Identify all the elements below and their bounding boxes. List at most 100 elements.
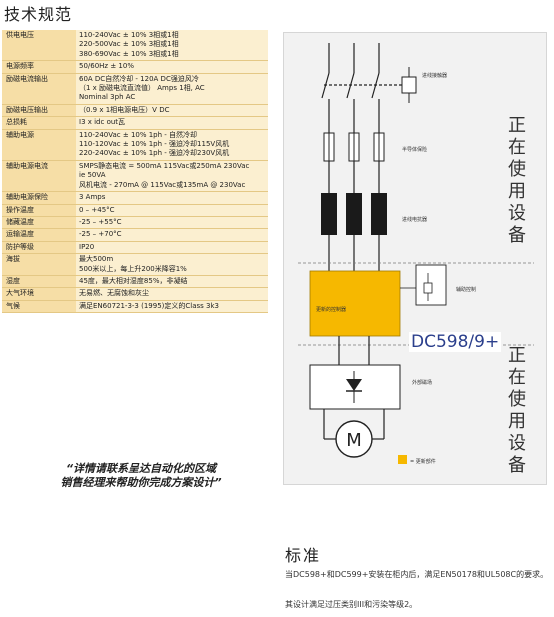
spec-key: 辅助电源 [2, 129, 76, 160]
supply-lines [321, 43, 402, 133]
spec-value: -25 – +55°C [76, 216, 268, 229]
spec-value: 满足EN60721-3-3 (1995)定义的Class 3k3 [76, 300, 268, 313]
legend-label: = 更新部件 [410, 458, 436, 465]
spec-key: 储藏温度 [2, 216, 76, 229]
spec-value: 3 Amps [76, 192, 268, 204]
side-char: 备 [508, 225, 526, 246]
side-char: 用 [508, 181, 526, 202]
wiring-diagram-svg: 进线接触器 半导体保险 进线电抗器 [298, 43, 534, 465]
side-char: 设 [508, 433, 526, 454]
spec-value-line: -25 – +70°C [79, 230, 122, 239]
side-char: 正 [508, 345, 526, 366]
spec-row: 气候满足EN60721-3-3 (1995)定义的Class 3k3 [2, 300, 268, 314]
side-char: 在 [508, 367, 526, 388]
spec-key: 励磁电流输出 [2, 73, 76, 104]
spec-value: 60A DC自然冷却 - 120A DC强迫风冷（1 x 励磁电流直流值） Am… [76, 73, 268, 104]
spec-value: -25 – +70°C [76, 229, 268, 241]
spec-value-line: 满足EN60721-3-3 (1995)定义的Class 3k3 [79, 301, 219, 310]
side-char: 使 [508, 389, 526, 410]
spec-value-line: （1 x 励磁电流直流值） Amps 1相, AC [79, 84, 205, 93]
spec-key: 总损耗 [2, 117, 76, 129]
spec-value-line: 110-240Vac ± 10% 1ph - 自然冷却 [79, 130, 198, 139]
spec-value-line: -25 – +55°C [79, 217, 122, 226]
fuses [323, 132, 385, 162]
spec-value: 45度，最大相对湿度85%，非凝结 [76, 275, 268, 288]
spec-key: 防护等级 [2, 241, 76, 254]
spec-value-line: Nominal 3ph AC [79, 93, 136, 102]
contactor-label: 进线接触器 [422, 72, 447, 79]
side-char: 正 [508, 115, 526, 136]
spec-row: 运输温度-25 – +70°C [2, 229, 268, 242]
side-char: 设 [508, 203, 526, 224]
contact-quote: “详情请联系呈达自动化的区域 销售经理来帮助你完成方案设计” [16, 462, 266, 490]
model-label: DC598/9+ [409, 332, 502, 352]
controller-label: 更新的控制器 [316, 306, 346, 313]
side-char: 在 [508, 137, 526, 158]
spec-value: （0.9 x 1相电源电压）V DC [76, 104, 268, 117]
spec-value-line: 110-240Vac ± 10% 3相或1相 [79, 31, 179, 39]
page-title: 技术规范 [4, 5, 73, 24]
quote-line-1: “详情请联系呈达自动化的区域 [65, 462, 217, 475]
spec-key: 湿度 [2, 275, 76, 288]
spec-value-line: 0 – +45°C [79, 205, 115, 214]
motor-label: M [346, 430, 362, 451]
spec-row: 大气环境无易燃、无腐蚀和灰尘 [2, 288, 268, 301]
spec-value-line: 220-240Vac ± 10% 1ph - 强迫冷却230V风机 [79, 149, 230, 158]
wiring-diagram: 进线接触器 半导体保险 进线电抗器 [283, 32, 547, 485]
aux-label: 辅助控制 [456, 286, 476, 293]
spec-key: 辅助电源电流 [2, 160, 76, 192]
legend-swatch [398, 455, 407, 464]
spec-key: 运输温度 [2, 229, 76, 241]
spec-value-line: 无易燃、无腐蚀和灰尘 [79, 289, 149, 298]
spec-value-line: I3 x idc out瓦 [79, 118, 126, 127]
fuse-label: 半导体保险 [402, 146, 427, 153]
contactor-coil [401, 76, 417, 94]
line-reactors [321, 193, 387, 235]
external-label: 外部磁场 [412, 379, 432, 386]
spec-value: 50/60Hz ± 10% [76, 61, 268, 73]
reactor-label: 进线电抗器 [402, 216, 427, 223]
side-char: 使 [508, 159, 526, 180]
spec-row: 励磁电压输出（0.9 x 1相电源电压）V DC [2, 104, 268, 118]
quote-line-2: 销售经理来帮助你完成方案设计” [60, 476, 222, 489]
spec-value-line: 60A DC自然冷却 - 120A DC强迫风冷 [79, 74, 199, 83]
spec-key: 辅助电源保险 [2, 192, 76, 204]
standards-title: 标准 [285, 546, 322, 565]
spec-row: 储藏温度-25 – +55°C [2, 216, 268, 230]
spec-key: 大气环境 [2, 288, 76, 300]
spec-value-line: IP20 [79, 242, 95, 251]
spec-value-line: 220-500Vac ± 10% 3相或1相 [79, 40, 179, 49]
spec-value-line: 最大500m [79, 255, 114, 264]
spec-key: 气候 [2, 300, 76, 313]
spec-key: 励磁电压输出 [2, 104, 76, 117]
spec-value-line: 45度，最大相对湿度85%，非凝结 [79, 276, 188, 285]
standards-paragraph-1: 当DC598+和DC599+安装在柜内后，满足EN50178和UL508C的要求… [285, 570, 549, 579]
spec-value-line: （0.9 x 1相电源电压）V DC [79, 105, 170, 114]
side-char: 备 [508, 455, 526, 476]
side-text-top: 正在使用设备 [507, 115, 527, 247]
spec-value-line: 风机电流 - 270mA @ 115Vac或135mA @ 230Vac [79, 180, 246, 189]
spec-value-line: 110-120Vac ± 10% 1ph - 强迫冷却115V风机 [79, 140, 230, 149]
spec-key: 操作温度 [2, 204, 76, 216]
spec-value-line: 3 Amps [79, 193, 106, 202]
spec-value-line: SMPS静态电流 = 500mA 115Vac或250mA 230Vac [79, 161, 250, 170]
spec-value: 0 – +45°C [76, 204, 268, 216]
diode-icon [346, 379, 362, 391]
spec-value-line: 50/60Hz ± 10% [79, 62, 134, 71]
spec-value-line: ie 50VA [79, 171, 106, 180]
spec-value: IP20 [76, 241, 268, 254]
